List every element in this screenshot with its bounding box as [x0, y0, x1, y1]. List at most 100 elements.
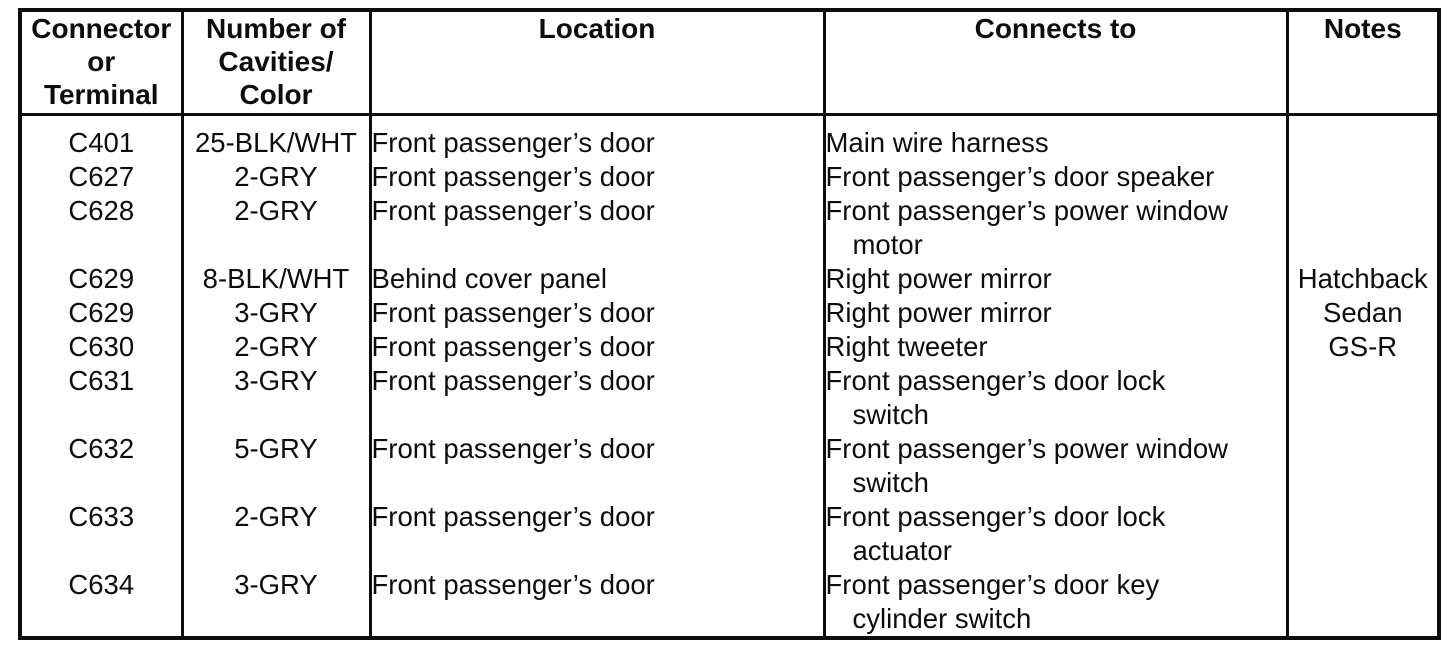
connects-to-cell: Main wire harness — [822, 114, 1287, 160]
connects-to-line: switch — [852, 467, 929, 498]
cavities-cell: 3-GRY — [180, 568, 370, 638]
connects-to-line: Right tweeter — [825, 331, 988, 362]
header-label-line: Cavities/ — [218, 46, 334, 77]
connects-to-line: switch — [852, 399, 929, 430]
location-value: Front passenger’s door — [371, 433, 655, 464]
location-value: Front passenger’s door — [371, 331, 655, 362]
location-value: Front passenger’s door — [371, 501, 655, 532]
notes-cell — [1285, 194, 1439, 262]
connector-id: C632 — [68, 433, 135, 464]
connector-id: C633 — [68, 501, 135, 532]
column-header-notes: Notes — [1285, 10, 1439, 116]
connects-to-cell: Right tweeter — [822, 330, 1287, 364]
connector-cell: C632 — [20, 432, 182, 500]
connector-id: C629 — [68, 263, 135, 294]
table-row-c632-7: C632 5-GRY Front passenger’s door Front pas… — [20, 432, 1439, 500]
notes-cell — [1285, 160, 1439, 194]
cavities-cell: 5-GRY — [180, 432, 370, 500]
header-label-line: or — [87, 46, 116, 77]
cavities-value: 3-GRY — [234, 569, 318, 600]
connects-to-line: motor — [852, 229, 923, 260]
header-label-line: Number of — [206, 13, 346, 44]
location-cell: Front passenger’s door — [368, 160, 824, 194]
header-label-line: Notes — [1323, 13, 1402, 44]
cavities-value: 5-GRY — [234, 433, 318, 464]
cavities-value: 2-GRY — [234, 195, 318, 226]
location-value: Front passenger’s door — [371, 195, 655, 226]
connects-to-line: Right power mirror — [825, 297, 1052, 328]
connects-to-line: Front passenger’s door speaker — [825, 161, 1215, 192]
column-header-connects: Connects to — [822, 10, 1287, 116]
cavities-value: 2-GRY — [234, 331, 318, 362]
location-cell: Front passenger’s door — [368, 194, 824, 262]
connects-to-line: Main wire harness — [825, 127, 1049, 158]
connector-cell: C628 — [20, 194, 182, 262]
connector-cell: C631 — [20, 364, 182, 432]
connects-to-line: cylinder switch — [852, 603, 1032, 634]
connects-to-line: Front passenger’s power window — [825, 195, 1229, 226]
location-value: Front passenger’s door — [371, 365, 655, 396]
connector-cell: C629 — [20, 296, 182, 330]
table-row-c630-5: C630 2-GRY Front passenger’s door Right twe… — [20, 330, 1439, 364]
header-label-line: Connects to — [974, 13, 1137, 44]
location-cell: Front passenger’s door — [368, 500, 824, 568]
connector-id: C634 — [68, 569, 135, 600]
location-cell: Behind cover panel — [368, 262, 824, 296]
connector-id: C630 — [68, 331, 135, 362]
notes-cell: Hatchback — [1285, 262, 1439, 296]
connector-id: C629 — [68, 297, 135, 328]
notes-cell: Sedan — [1285, 296, 1439, 330]
notes-value: Sedan — [1322, 297, 1403, 328]
notes-cell — [1285, 432, 1439, 500]
notes-cell: GS-R — [1285, 330, 1439, 364]
location-cell: Front passenger’s door — [368, 114, 824, 160]
cavities-cell: 2-GRY — [180, 160, 370, 194]
location-cell: Front passenger’s door — [368, 432, 824, 500]
notes-cell — [1285, 500, 1439, 568]
cavities-value: 2-GRY — [234, 161, 318, 192]
connector-id: C401 — [68, 127, 135, 158]
table-row-c634-9: C634 3-GRY Front passenger’s door Front pas… — [20, 568, 1439, 638]
location-value: Front passenger’s door — [371, 127, 655, 158]
cavities-value: 3-GRY — [234, 297, 318, 328]
cavities-cell: 8-BLK/WHT — [180, 262, 370, 296]
notes-value: Hatchback — [1297, 263, 1428, 294]
connector-cell: C629 — [20, 262, 182, 296]
connects-to-line: Front passenger’s door key — [825, 569, 1160, 600]
notes-cell — [1285, 364, 1439, 432]
header-label-line: Connector — [31, 13, 172, 44]
table-row-c628-2: C628 2-GRY Front passenger’s door Front pas… — [20, 194, 1439, 262]
location-cell: Front passenger’s door — [368, 568, 824, 638]
connects-to-line: actuator — [852, 535, 952, 566]
notes-cell — [1285, 114, 1439, 160]
location-value: Front passenger’s door — [371, 569, 655, 600]
header-label-line: Location — [538, 13, 656, 44]
cavities-value: 8-BLK/WHT — [202, 263, 350, 294]
cavities-value: 3-GRY — [234, 365, 318, 396]
cavities-cell: 2-GRY — [180, 330, 370, 364]
cavities-cell: 3-GRY — [180, 364, 370, 432]
notes-value: GS-R — [1328, 331, 1398, 362]
connector-id: C628 — [68, 195, 135, 226]
connects-to-line: Front passenger’s power window — [825, 433, 1229, 464]
cavities-cell: 2-GRY — [180, 194, 370, 262]
connects-to-cell: Right power mirror — [822, 262, 1287, 296]
connector-id: C627 — [68, 161, 135, 192]
cavities-cell: 2-GRY — [180, 500, 370, 568]
connects-to-line: Right power mirror — [825, 263, 1052, 294]
